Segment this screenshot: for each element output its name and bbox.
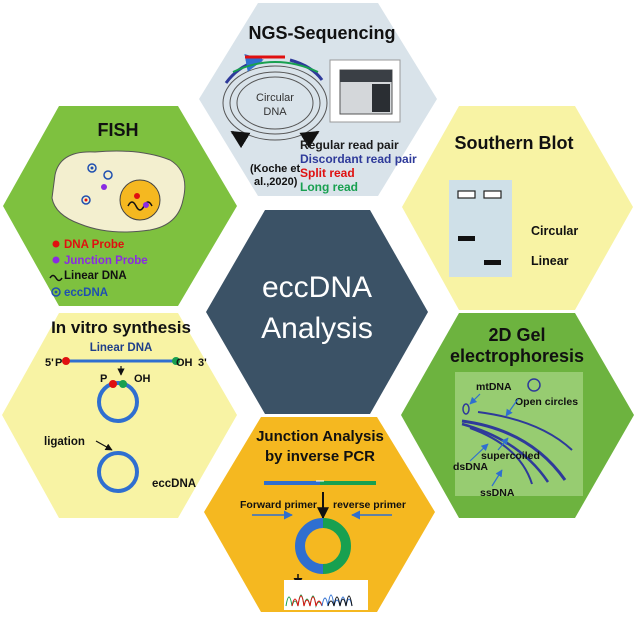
gel2d-open-circles: Open circles [515,396,578,408]
invitro-ligation: ligation [44,436,85,448]
fish-legend-dna-probe: DNA Probe [64,239,124,251]
junction-title-1: Junction Analysis [256,428,384,445]
ngs-legend: Regular read pair Discordant read pair S… [300,138,417,194]
ngs-legend-split: Split read [300,166,355,180]
junction-forward-primer: Forward primer [240,499,317,511]
ngs-citation-1: (Koche et [250,163,300,175]
p-end-dot-icon [62,357,70,365]
ngs-title: NGS-Sequencing [248,23,395,43]
center-title-line2: Analysis [261,312,373,345]
oh-end-dot-icon [172,357,180,365]
southern-label-linear: Linear [531,254,569,268]
gel2d-dsdna: dsDNA [453,461,488,473]
ngs-legend-regular: Regular read pair [300,138,399,152]
southern-label-circular: Circular [531,224,578,238]
invitro-five-prime: 5' [45,357,54,369]
ngs-legend-discordant: Discordant read pair [300,152,417,166]
gel-arcs [461,378,573,485]
center-title-line1: eccDNA [262,271,372,304]
chromatogram-illustration [284,580,368,610]
southern-title: Southern Blot [455,133,574,153]
ngs-hexagon: NGS-Sequencing Circular DNA Regular read… [199,3,437,196]
gel2d-title-2: electrophoresis [450,346,584,366]
invitro-oh-right: OH [176,357,193,369]
linear-dna-wave-icon [49,274,63,282]
ngs-citation-2: al.,2020) [254,176,298,188]
center-hexagon: eccDNA Analysis [206,210,428,414]
gel2d-supercoiled: supercoiled [481,450,540,462]
pcr-circle-illustration [295,518,351,574]
junction-hexagon: Junction Analysis by inverse PCR Forward… [204,417,435,612]
invitro-p-center: P [100,373,107,385]
junction-title-2: by inverse PCR [265,448,375,465]
fish-hexagon: FISH DNA Probe Junction Probe Linear DNA… [3,106,237,306]
circular-dna-illustration: Circular DNA [222,54,328,149]
circular-label-1: Circular [256,92,294,104]
invitro-eccdna: eccDNA [152,478,196,490]
blot-membrane [449,180,512,277]
ngs-legend-long: Long read [300,180,358,194]
dna-probe-dot-icon [52,240,60,248]
fish-legend-junction-probe: Junction Probe [64,255,148,267]
invitro-title: In vitro synthesis [51,318,191,337]
sequencer-machine-icon [329,59,401,123]
fish-legend: DNA Probe Junction Probe Linear DNA eccD… [49,239,148,299]
invitro-linear-dna-label: Linear DNA [90,342,153,354]
southern-blot-hexagon: Southern Blot Circular Linear [402,106,633,310]
gel2d-hexagon: 2D Gel electrophoresis mtDNA Open circle… [401,313,634,518]
fish-legend-eccdna: eccDNA [64,287,108,299]
junction-reverse-primer: reverse primer [333,499,406,511]
eccdna-ring-icon [51,287,61,297]
circular-label-2: DNA [263,106,287,118]
fish-legend-linear-dna: Linear DNA [64,270,127,282]
invitro-hexagon: In vitro synthesis Linear DNA 5' P OH 3'… [2,313,237,518]
invitro-oh-center: OH [134,373,151,385]
junction-probe-dot-icon [52,256,60,264]
invitro-three-prime: 3' [198,357,207,369]
gel2d-ssdna: ssDNA [480,487,515,499]
gel2d-title-1: 2D Gel [488,325,545,345]
cell-illustration [51,150,186,233]
invitro-p-left: P [55,357,62,369]
fish-title: FISH [97,120,138,140]
gel2d-mtdna: mtDNA [476,381,512,393]
